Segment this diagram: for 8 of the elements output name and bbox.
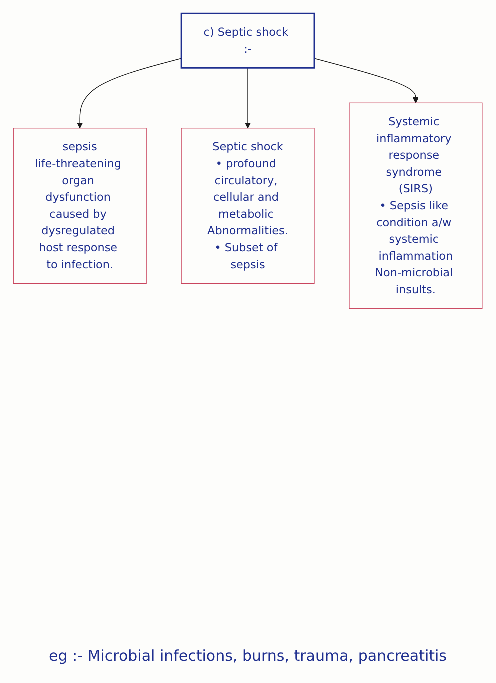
arrow [314,58,419,104]
arrow [244,68,252,129]
node-box: c) Septic shock :- [180,12,316,69]
node-box: sepsis life-threatening organ dysfunction caused by dysregulated host response to infection. [13,128,147,284]
node-box: Systemic inflammatory response syndrome (SIRS) • Sepsis like condition a/w systemic inflammation Non-microbial insults. [349,102,483,310]
node-box: Septic shock • profound circulatory, cellular and metabolic Abnormalities. • Subset of sepsis [181,128,315,284]
example-note: eg :- Microbial infections, burns, trauma, pancreatitis [49,647,447,665]
arrow [77,58,182,129]
